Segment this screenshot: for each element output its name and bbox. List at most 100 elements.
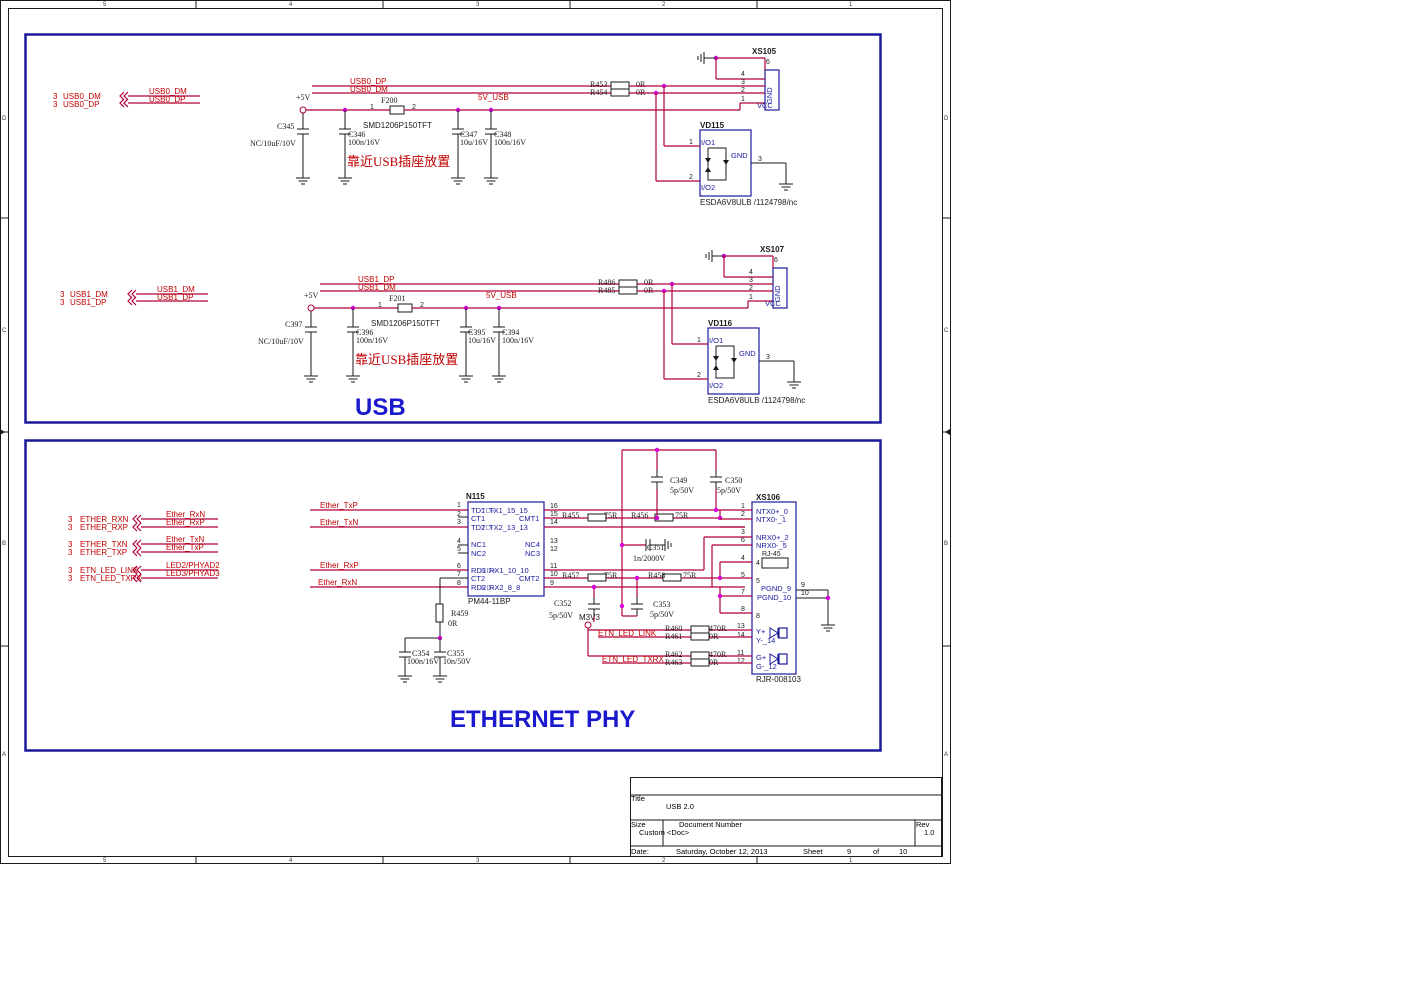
part-value: 100n/16V (348, 138, 380, 147)
xfmr-pin-label: NC4 (525, 540, 540, 549)
zone-label-bottom: 1 (849, 858, 853, 864)
port-etn-led-txrx[interactable]: ETN_LED_TXRX (80, 574, 142, 583)
part-value: 470R (709, 624, 727, 633)
part-value: 5p/50V (670, 486, 694, 495)
esd-pin-label: I/O2 (701, 183, 715, 192)
port-ether-rxp[interactable]: ETHER_RXP (80, 523, 128, 532)
rj-led-label: G-_12 (756, 662, 777, 671)
part-value: 10u/16V (460, 138, 488, 147)
usb-connector-xs107[interactable] (772, 267, 788, 309)
part-value: 1n/2000V (633, 554, 665, 563)
ref-designator: R458 (648, 571, 665, 580)
port-usb1-dm[interactable]: USB1_DM (70, 290, 108, 299)
usb-channel-1: 3 USB1_DM 3 USB1_DP USB1_DM USB1_DP USB1… (60, 245, 805, 405)
port-ether-txp[interactable]: ETHER_TXP (80, 548, 127, 557)
part-value: PM44-11BP (468, 597, 511, 606)
port-number: 3 (68, 515, 73, 524)
port-number: 3 (68, 523, 73, 532)
ref-designator: C396 (356, 328, 373, 337)
usb-section-title: USB (355, 394, 406, 421)
rj-pin-label: NTX0+_0 (756, 507, 788, 516)
pin-number: 3 (749, 277, 753, 284)
size-value: Custom (639, 828, 665, 837)
resistor-r461 (690, 632, 710, 641)
xfmr-pin-label: RD1 (471, 566, 486, 575)
part-value: ESDA6V8ULB /1124798/nc (708, 396, 805, 405)
port-usb1-dp[interactable]: USB1_DP (70, 298, 106, 307)
xfmr-overlay-label: TX1_15_15 (489, 506, 528, 515)
ref-designator: R454 (590, 88, 607, 97)
resistor-r485 (618, 286, 638, 295)
ref-designator: R459 (451, 609, 468, 618)
port-number: 3 (68, 574, 73, 583)
xfmr-overlay-label: RD- (481, 583, 495, 592)
part-value: 0R (644, 278, 654, 287)
port-ether-rxn[interactable]: ETHER_RXN (80, 515, 129, 524)
part-value: 100n/16V (502, 336, 534, 345)
pin-number: 3 (457, 519, 461, 526)
rj-led-label: Y+ (756, 627, 766, 636)
pin-number: 6 (774, 257, 778, 264)
ref-designator: C347 (460, 130, 477, 139)
part-value: 100n/16V (494, 138, 526, 147)
pin-number: 8 (457, 580, 461, 587)
net-label: Ether_TxN (320, 518, 358, 527)
port-usb0-dp[interactable]: USB0_DP (63, 100, 99, 109)
pin-number: 2 (457, 511, 461, 518)
part-value: 75R (604, 511, 618, 520)
ref-designator: F200 (381, 96, 397, 105)
ref-designator: C354 (412, 649, 429, 658)
ref-designator: XS107 (760, 245, 785, 254)
rj-pin-label: NRX0-_5 (756, 541, 787, 550)
usb-channel-0: 3 USB0_DM 3 USB0_DP USB0_DM USB0_DP USB0… (53, 47, 797, 207)
net-label: LED2/PHYAD2 (166, 561, 220, 570)
xfmr-pin-label: CT1 (471, 514, 485, 523)
port-ether-txn[interactable]: ETHER_TXN (80, 540, 128, 549)
resistor-r460 (690, 625, 710, 634)
net-label: ETN_LED_LINK (598, 629, 657, 638)
zone-label-side: B (944, 541, 948, 547)
part-value: 100n/16V (407, 657, 439, 666)
part-value: ESDA6V8ULB /1124798/nc (700, 198, 797, 207)
usb-section-box (24, 33, 882, 424)
zone-label-bottom: 5 (103, 858, 107, 864)
port-etn-led-link[interactable]: ETN_LED_LINK (80, 566, 139, 575)
pin-number: 4 (756, 560, 760, 567)
part-value: 75R (675, 511, 689, 520)
ref-designator: C394 (502, 328, 519, 337)
rj-led-label: G+ (756, 653, 767, 662)
port-number: 3 (53, 92, 58, 101)
zone-label-bottom: 3 (476, 858, 480, 864)
rj-pin-label: NTX0-_1 (756, 515, 786, 524)
net-label: Ether_RxN (318, 578, 357, 587)
rj45-connector-xs106[interactable] (751, 501, 797, 675)
power-label: M3V3 (579, 613, 600, 622)
xfmr-overlay-label: TD- (481, 523, 494, 532)
ref-designator: R485 (598, 286, 615, 295)
ref-designator: R486 (598, 278, 615, 287)
ref-designator: R463 (665, 658, 682, 667)
net-label: 5V_USB (486, 291, 517, 300)
pin-number: 16 (550, 503, 558, 510)
pin-number: 2 (741, 511, 745, 518)
port-usb0-dm[interactable]: USB0_DM (63, 92, 101, 101)
xfmr-pin-label: RD2 (471, 583, 486, 592)
pin-number: 2 (412, 104, 416, 111)
pin-number: 11 (737, 650, 744, 657)
zone-label-side: D (2, 116, 7, 122)
usb-connector-xs105[interactable] (764, 69, 780, 111)
of-value: 10 (899, 847, 907, 856)
rj-led-label: Y-_14 (756, 636, 775, 645)
part-value: 5p/50V (650, 610, 674, 619)
net-label: Ether_RxN (166, 510, 205, 519)
ethernet-section-title: ETHERNET PHY (450, 706, 635, 733)
ref-designator: XS106 (756, 493, 781, 502)
xfmr-pin-label: NC3 (525, 549, 540, 558)
ref-designator: C352 (554, 599, 571, 608)
net-label: Ether_TxN (166, 535, 204, 544)
xfmr-pin-label: NC1 (471, 540, 486, 549)
port-number: 3 (60, 298, 65, 307)
sheet-label: Sheet (803, 847, 824, 856)
ref-designator: C397 (285, 320, 302, 329)
